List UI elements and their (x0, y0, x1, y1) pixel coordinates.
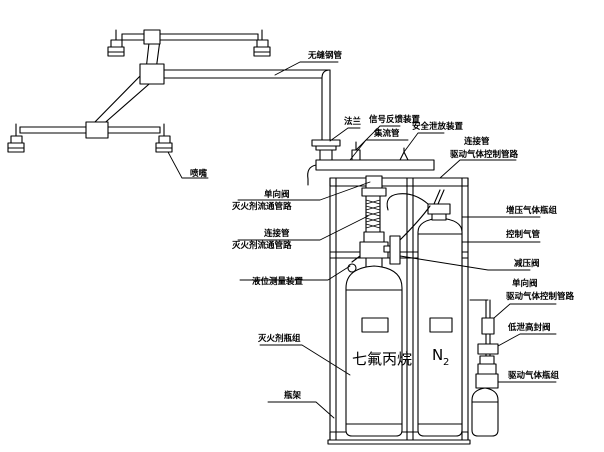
manifold (307, 141, 435, 186)
pressure-reducer (386, 193, 431, 265)
drive-gas-cylinder (471, 387, 499, 437)
nozzle-bottom-left (7, 123, 25, 153)
label-level-measure: 液位测量装置 (252, 276, 304, 287)
leader-lines (167, 61, 557, 419)
label-check-valve-2: 单向阀 (512, 278, 538, 289)
n2-label: N (432, 346, 443, 364)
label-nozzle: 喷嘴 (190, 168, 208, 179)
label-manifold: 集流管 (373, 128, 400, 139)
label-seamless-pipe: 无缝钢管 (307, 50, 343, 61)
flange (311, 139, 341, 161)
label-agent-cylinder-group: 灭火剂瓶组 (257, 333, 301, 344)
label-agent-pipe-1: 灭火剂流通管路 (231, 201, 292, 212)
label-connect-pipe-2: 连接管 (264, 228, 290, 239)
agent-cylinder-name: 七氟丙烷 (352, 350, 412, 368)
control-gas-pipe (469, 299, 499, 389)
label-safety-relief: 安全泄放装置 (412, 121, 464, 132)
pipe-network (19, 29, 331, 141)
n2-cylinder (417, 189, 463, 437)
nozzle-top-left (107, 29, 125, 57)
label-frame: 瓶架 (284, 390, 302, 401)
agent-cylinder (345, 265, 403, 437)
label-drive-gas-cylinder-group: 驱动气体瓶组 (508, 370, 560, 381)
label-low-leak-valve: 低泄高封阀 (507, 322, 551, 333)
label-signal-feedback: 信号反馈装置 (369, 114, 421, 125)
callout-labels: 无缝钢管 喷嘴 法兰 信号反馈装置 集流管 安全泄放装置 连接管 驱动气体控制管… (190, 50, 575, 401)
n2-subscript: 2 (443, 357, 449, 368)
label-control-gas-pipe: 控制气管 (506, 229, 541, 240)
label-pressurize-cylinder-group: 增压气体瓶组 (506, 205, 558, 216)
label-pressure-reducer: 减压阀 (514, 258, 540, 269)
flex-hose (365, 195, 381, 233)
label-connect-pipe-top: 连接管 (464, 136, 490, 147)
nozzle-top-right (253, 29, 271, 57)
label-agent-pipe-2: 灭火剂流通管路 (231, 240, 292, 251)
cylinder-markings: 七氟丙烷 N 2 (352, 346, 449, 368)
nozzle-bottom-right (155, 123, 173, 153)
label-check-valve-1: 单向阀 (264, 189, 290, 200)
check-valve (361, 175, 387, 197)
label-flange: 法兰 (344, 116, 362, 127)
label-drive-gas-control-line-2: 驱动气体控制管路 (506, 291, 575, 302)
cylinder-valve (351, 231, 395, 269)
label-drive-gas-control-line: 驱动气体控制管路 (450, 149, 519, 160)
